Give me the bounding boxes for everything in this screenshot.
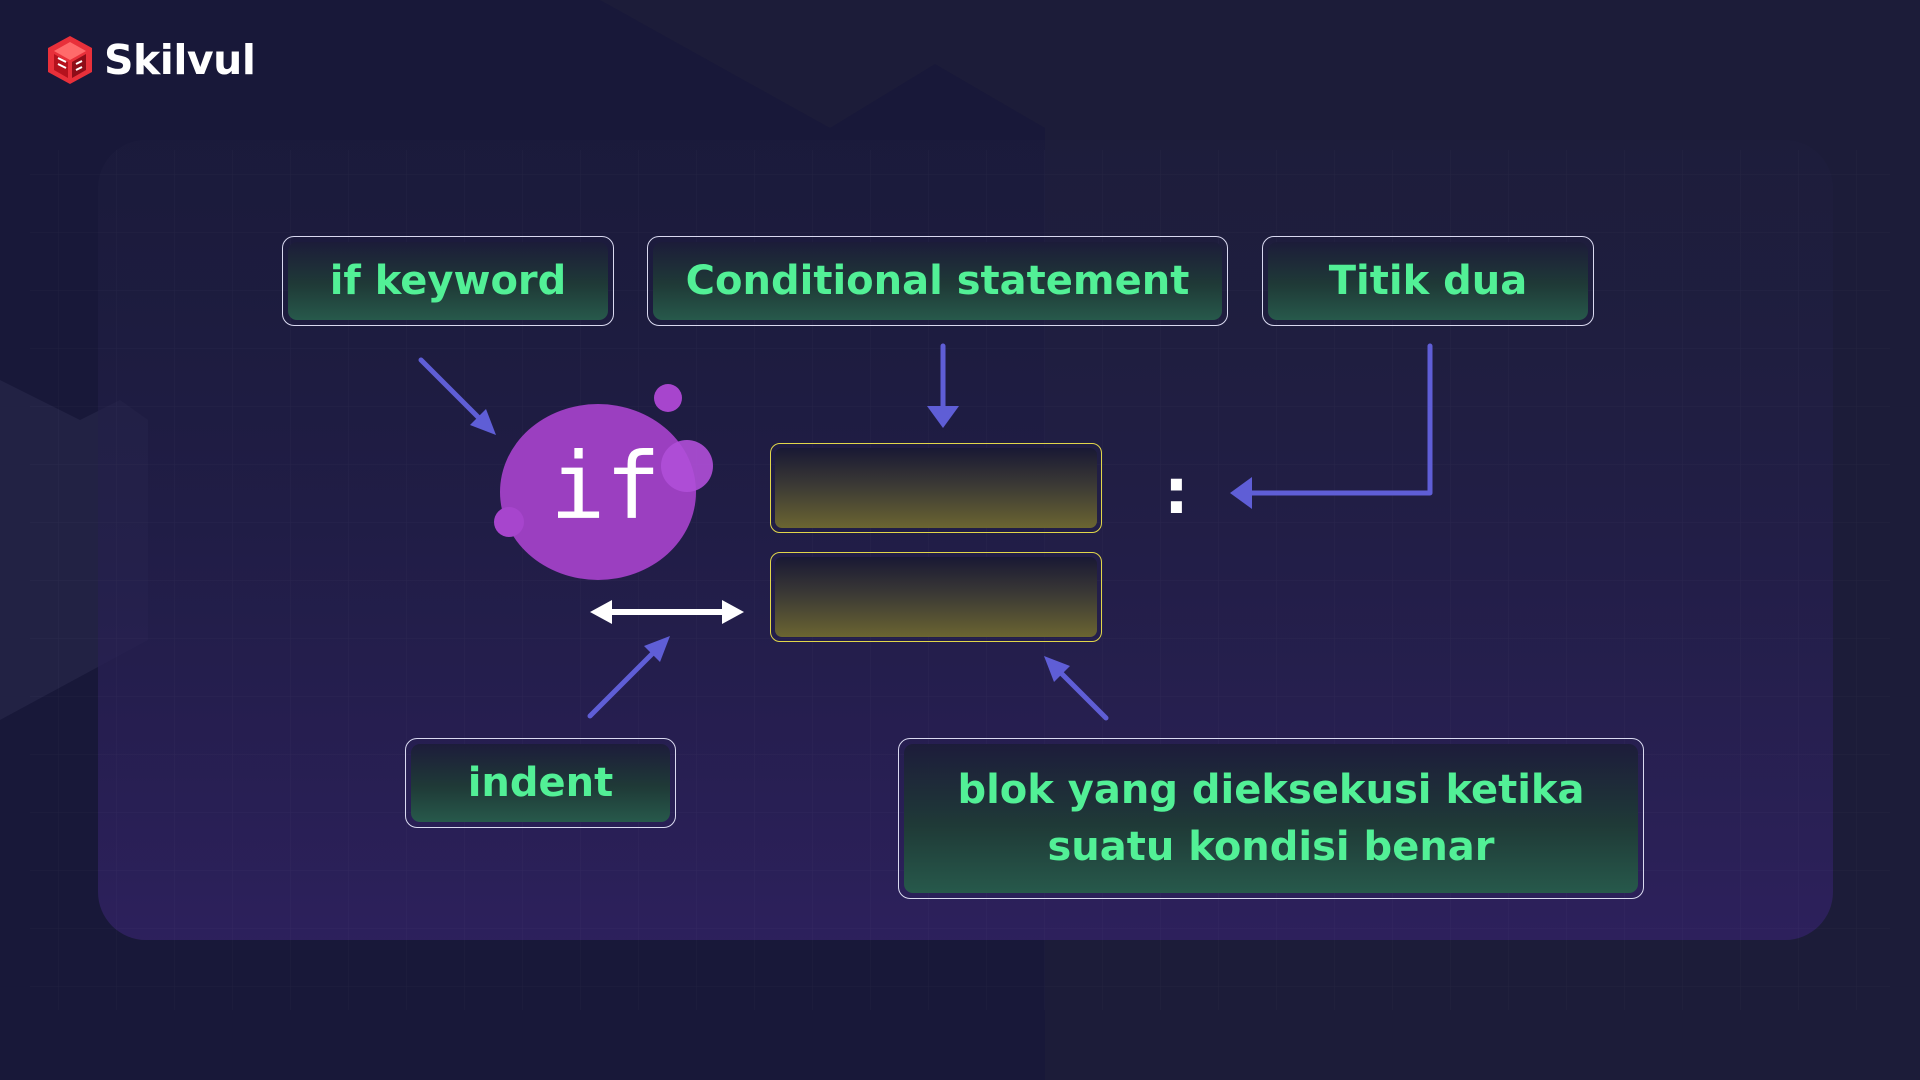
colon-symbol: : <box>1164 455 1189 528</box>
code-block-slot <box>770 552 1102 642</box>
indent-label-text: indent <box>411 744 670 822</box>
block-description-label-text: blok yang dieksekusi ketika suatu kondis… <box>904 744 1638 893</box>
block-arrowhead <box>1044 656 1070 682</box>
condition-slot-fill <box>775 448 1097 528</box>
brand: Skilvul <box>44 34 256 86</box>
block-description-line-2: suatu kondisi benar <box>1047 823 1495 870</box>
titik-dua-label-text: Titik dua <box>1268 242 1588 320</box>
indent-label: indent <box>405 738 676 828</box>
block-description-line-1: blok yang dieksekusi ketika <box>957 766 1585 813</box>
block-description-label: blok yang dieksekusi ketika suatu kondis… <box>898 738 1644 899</box>
conditional-statement-label: Conditional statement <box>647 236 1228 326</box>
block-arrow <box>1055 667 1109 721</box>
brand-name: Skilvul <box>104 36 256 84</box>
if-keyword-label-text: if keyword <box>288 242 608 320</box>
indent-arrow <box>587 647 659 719</box>
if-keyword-label: if keyword <box>282 236 614 326</box>
conditional-arrowhead <box>927 406 959 428</box>
if-keyword-code: if <box>550 433 661 540</box>
indent-arrowhead <box>644 636 670 662</box>
conditional-statement-label-text: Conditional statement <box>653 242 1222 320</box>
colon-arrowhead <box>1230 477 1252 509</box>
titik-dua-label: Titik dua <box>1262 236 1594 326</box>
indent-double-arrow <box>590 600 744 624</box>
colon-arrow <box>1243 343 1433 496</box>
skilvul-logo-icon <box>48 36 92 84</box>
condition-slot <box>770 443 1102 533</box>
code-block-slot-fill <box>775 557 1097 637</box>
if-keyword-arrowhead <box>470 409 496 435</box>
if-keyword-arrow <box>418 357 487 426</box>
if-blob <box>494 384 713 580</box>
